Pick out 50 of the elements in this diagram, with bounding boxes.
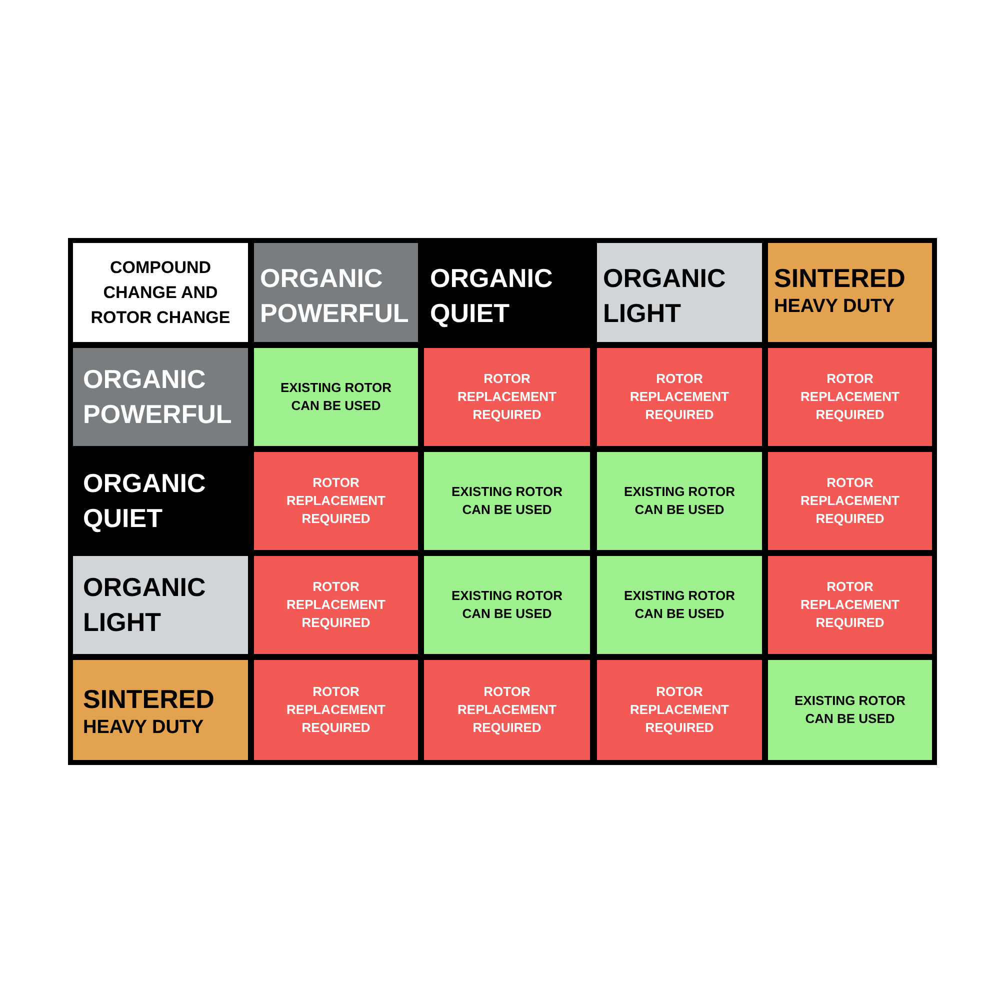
status-cell [424, 452, 590, 550]
header-label: ORGANIC QUIET [83, 467, 207, 535]
header-label: HEAVY DUTY [83, 716, 205, 738]
header-label: ORGANIC POWERFUL [260, 262, 410, 330]
status-cell [768, 556, 932, 654]
header-cell [73, 556, 248, 654]
status-text: EXISTING ROTOR CAN BE USED [794, 692, 906, 728]
status-text: ROTOR REPLACEMENT REQUIRED [456, 370, 558, 424]
status-cell [254, 660, 418, 760]
header-cell [73, 348, 248, 446]
header-cell [254, 243, 418, 342]
header-label: HEAVY DUTY [774, 296, 896, 318]
header-label: SINTERED [83, 682, 216, 716]
status-cell [424, 556, 590, 654]
status-text: EXISTING ROTOR CAN BE USED [623, 587, 736, 623]
status-text: EXISTING ROTOR CAN BE USED [450, 483, 564, 519]
status-cell [254, 452, 418, 550]
status-cell [768, 452, 932, 550]
header-cell [597, 243, 762, 342]
header-label: ORGANIC POWERFUL [83, 363, 233, 431]
status-text: ROTOR REPLACEMENT REQUIRED [629, 683, 730, 737]
status-text: ROTOR REPLACEMENT REQUIRED [800, 474, 900, 528]
status-cell [597, 452, 762, 550]
status-text: ROTOR REPLACEMENT REQUIRED [286, 683, 386, 737]
status-cell [424, 660, 590, 760]
status-cell [597, 660, 762, 760]
status-text: ROTOR REPLACEMENT REQUIRED [800, 578, 900, 632]
status-text: ROTOR REPLACEMENT REQUIRED [800, 370, 900, 424]
status-text: EXISTING ROTOR CAN BE USED [450, 587, 564, 623]
status-cell [768, 348, 932, 446]
status-cell [424, 348, 590, 446]
status-cell [597, 556, 762, 654]
status-text: ROTOR REPLACEMENT REQUIRED [286, 578, 386, 632]
header-label: SINTERED [774, 262, 906, 295]
header-cell [73, 243, 248, 342]
header-cell [73, 660, 248, 760]
status-text: EXISTING ROTOR CAN BE USED [623, 483, 736, 519]
status-text: EXISTING ROTOR CAN BE USED [280, 379, 392, 415]
status-text: ROTOR REPLACEMENT REQUIRED [286, 474, 386, 528]
header-cell [768, 243, 932, 342]
status-cell [597, 348, 762, 446]
status-text: ROTOR REPLACEMENT REQUIRED [629, 370, 730, 424]
header-label: ORGANIC LIGHT [603, 262, 727, 330]
status-text: ROTOR REPLACEMENT REQUIRED [456, 683, 558, 737]
status-cell [768, 660, 932, 760]
header-label: ORGANIC LIGHT [83, 571, 207, 639]
header-label: ORGANIC QUIET [430, 262, 554, 330]
status-cell [254, 556, 418, 654]
status-cell [254, 348, 418, 446]
header-label: COMPOUND CHANGE AND ROTOR CHANGE [90, 257, 232, 329]
